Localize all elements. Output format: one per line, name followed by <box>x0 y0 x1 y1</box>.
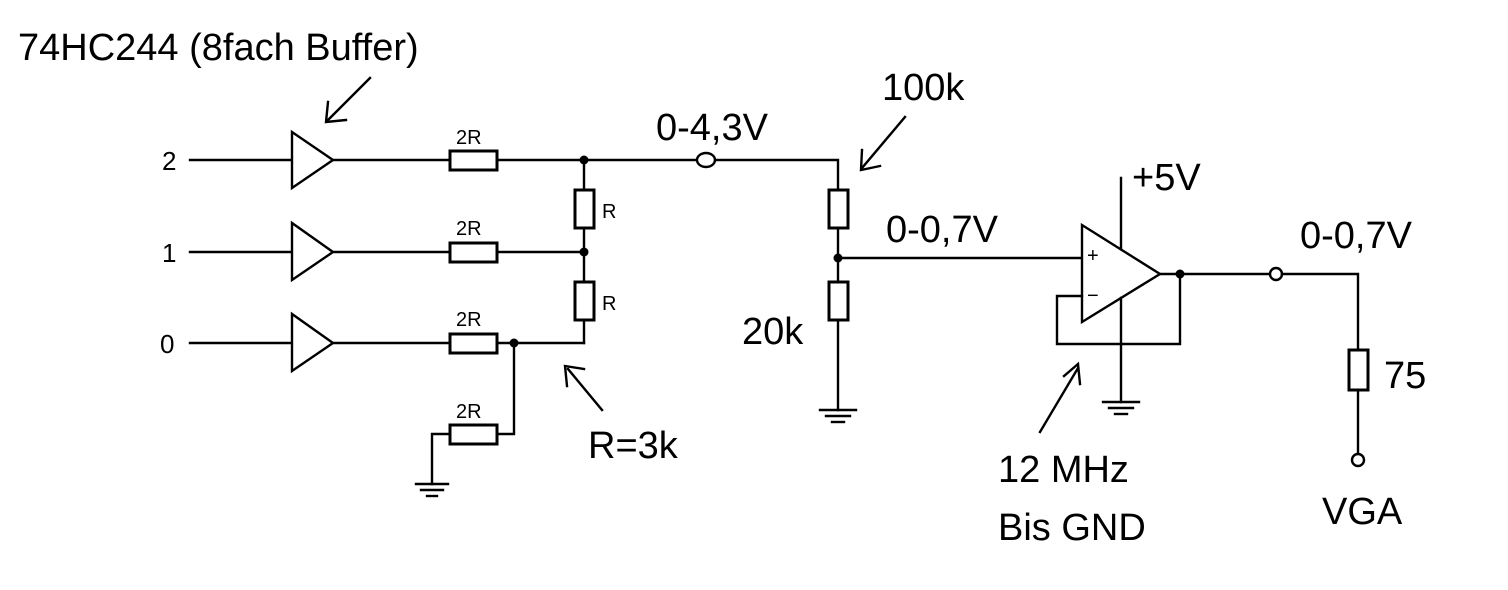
opamp-note-line1: 12 MHz <box>998 449 1129 491</box>
divider-feed-wire <box>713 158 840 192</box>
resistor-r-upper-label: R <box>602 201 616 223</box>
output-feed-wire <box>1280 272 1360 352</box>
resistor-2r-bit0-label: 2R <box>456 309 482 331</box>
ladder-voltage-label: 0-4,3V <box>656 107 769 149</box>
ground-symbol-divider <box>818 408 858 424</box>
r-value-pointer-arrow <box>563 364 604 412</box>
resistor-r-upper <box>573 188 596 230</box>
resistor-r-lower-label: R <box>602 293 616 315</box>
termination-wire <box>495 341 516 436</box>
vga-terminal <box>1350 452 1366 468</box>
buffer-2-symbol <box>290 129 336 191</box>
output-test-point <box>1268 266 1284 282</box>
resistor-2r-termination-label: 2R <box>456 401 482 423</box>
opamp-feedback-wire <box>1055 272 1182 346</box>
resistor-2r-bit2-label: 2R <box>456 127 482 149</box>
buffer-pointer-arrow <box>324 76 372 124</box>
buffer-1-symbol <box>290 220 336 283</box>
junction-middle <box>579 247 589 257</box>
resistor-2r-bit2 <box>448 149 499 172</box>
resistor-100k <box>827 188 850 230</box>
res-20k-label: 20k <box>742 311 804 353</box>
output-voltage-label: 0-0,7V <box>1300 215 1413 257</box>
resistor-2r-bit0 <box>448 332 499 355</box>
resistor-2r-bit1-label: 2R <box>456 218 482 240</box>
opamp-minus-sign: − <box>1087 285 1099 307</box>
opamp-note-pointer-arrow <box>1038 361 1082 434</box>
vga-label: VGA <box>1322 491 1403 533</box>
buffer-chip-label: 74HC244 (8fach Buffer) <box>18 27 419 69</box>
res-100k-label: 100k <box>882 67 965 109</box>
res-75-label: 75 <box>1384 355 1426 397</box>
supply-label: +5V <box>1132 157 1201 199</box>
resistor-20k <box>827 280 850 322</box>
res-100k-pointer-arrow <box>859 115 907 172</box>
resistor-2r-termination <box>448 423 499 446</box>
ladder-test-point <box>695 151 717 169</box>
r-value-label: R=3k <box>588 425 679 467</box>
termination-ground-wire <box>430 432 452 486</box>
divider-voltage-label: 0-0,7V <box>886 209 999 251</box>
input-0-label: 0 <box>160 329 174 359</box>
opamp-note-line2: Bis GND <box>998 507 1146 549</box>
input-1-label: 1 <box>162 238 176 268</box>
ground-symbol-opamp <box>1101 400 1141 416</box>
ground-symbol-ladder <box>414 482 450 498</box>
resistor-r-lower <box>573 280 596 322</box>
resistor-75 <box>1347 348 1370 392</box>
buffer-0-symbol <box>290 311 336 374</box>
input-2-label: 2 <box>162 146 176 176</box>
junction-top <box>579 155 589 165</box>
resistor-2r-bit1 <box>448 241 499 264</box>
opamp-plus-sign: + <box>1087 245 1099 267</box>
